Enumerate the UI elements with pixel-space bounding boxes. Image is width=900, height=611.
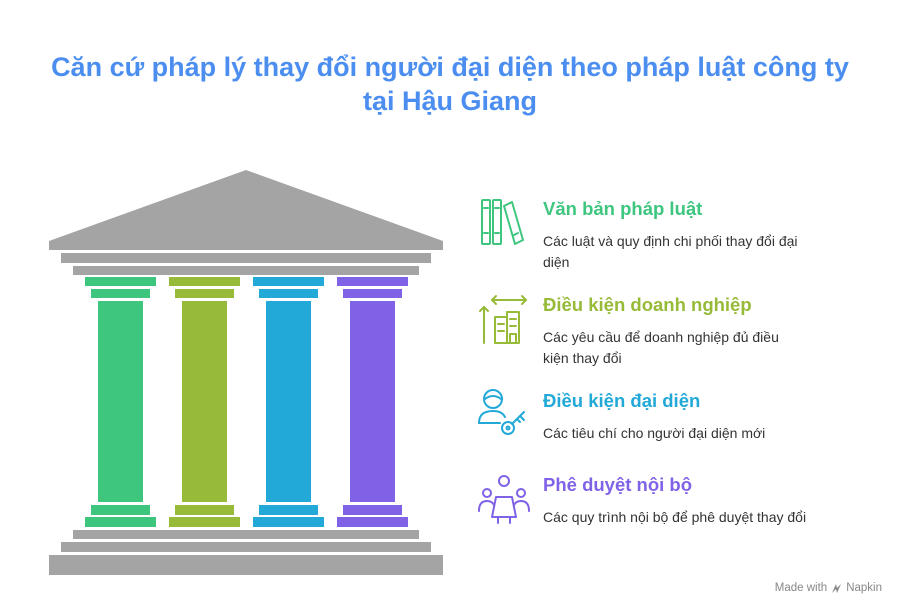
- item-heading: Văn bản pháp luật: [543, 198, 703, 219]
- title-line-1: Căn cứ pháp lý thay đổi người đại diện t…: [51, 52, 849, 82]
- pillar-1-top-capital: [85, 277, 156, 286]
- pillar-1-bottom-cap: [91, 505, 150, 515]
- pillar-2-top-capital: [169, 277, 240, 286]
- pillar-3-top-capital: [253, 277, 324, 286]
- temple-roof: [49, 170, 443, 250]
- item-description: Các yêu cầu để doanh nghiệp đủ điều kiện…: [543, 329, 779, 366]
- person-key-icon: [478, 389, 525, 435]
- napkin-logo-icon: [832, 583, 842, 593]
- pillar-1: [85, 277, 156, 527]
- pillar-4-top-cap: [343, 289, 402, 298]
- pillar-1-base: [85, 517, 156, 527]
- made-with-napkin: Made with Napkin: [775, 582, 882, 594]
- item-description: Các quy trình nội bộ để phê duyệt thay đ…: [543, 509, 807, 525]
- pillar-2-top-cap: [175, 289, 234, 298]
- pillar-4-base: [337, 517, 408, 527]
- made-with-label: Made with: [774, 582, 828, 594]
- meeting-table-icon: [478, 475, 530, 524]
- page-title: Căn cứ pháp lý thay đổi người đại diện t…: [0, 50, 900, 118]
- pillar-3-top-cap: [259, 289, 318, 298]
- pillar-4-top-capital: [337, 277, 408, 286]
- pillar-1-shaft: [98, 301, 143, 502]
- pillar-4: [337, 277, 408, 527]
- pillar-2-shaft: [182, 301, 227, 502]
- item-description: Các tiêu chí cho người đại diện mới: [543, 425, 766, 441]
- pillar-3-bottom-cap: [259, 505, 318, 515]
- pillar-4-bottom-cap: [343, 505, 402, 515]
- building-measure-icon: [479, 295, 527, 344]
- pillar-2-base: [169, 517, 240, 527]
- temple-step-3: [49, 555, 443, 575]
- pillar-3: [253, 277, 324, 527]
- pillar-2-bottom-cap: [175, 505, 234, 515]
- napkin-brand: Napkin: [846, 582, 882, 594]
- item-heading: Điều kiện đại diện: [543, 390, 701, 411]
- temple-roof-base-2: [73, 266, 419, 275]
- item-description: Các luật và quy định chi phối thay đổi đ…: [543, 233, 798, 270]
- pillar-3-shaft: [266, 301, 311, 502]
- temple-illustration: [49, 170, 443, 575]
- item-heading: Phê duyệt nội bộ: [543, 474, 693, 495]
- temple-roof-base-1: [61, 253, 431, 263]
- item-heading: Điều kiện doanh nghiệp: [543, 294, 752, 315]
- temple-step-1: [73, 530, 419, 539]
- pillar-4-shaft: [350, 301, 395, 502]
- pillar-2: [169, 277, 240, 527]
- pillar-3-base: [253, 517, 324, 527]
- title-line-2: tại Hậu Giang: [362, 86, 538, 116]
- pillar-1-top-cap: [91, 289, 150, 298]
- temple-step-2: [61, 542, 431, 552]
- books-icon: [481, 199, 524, 245]
